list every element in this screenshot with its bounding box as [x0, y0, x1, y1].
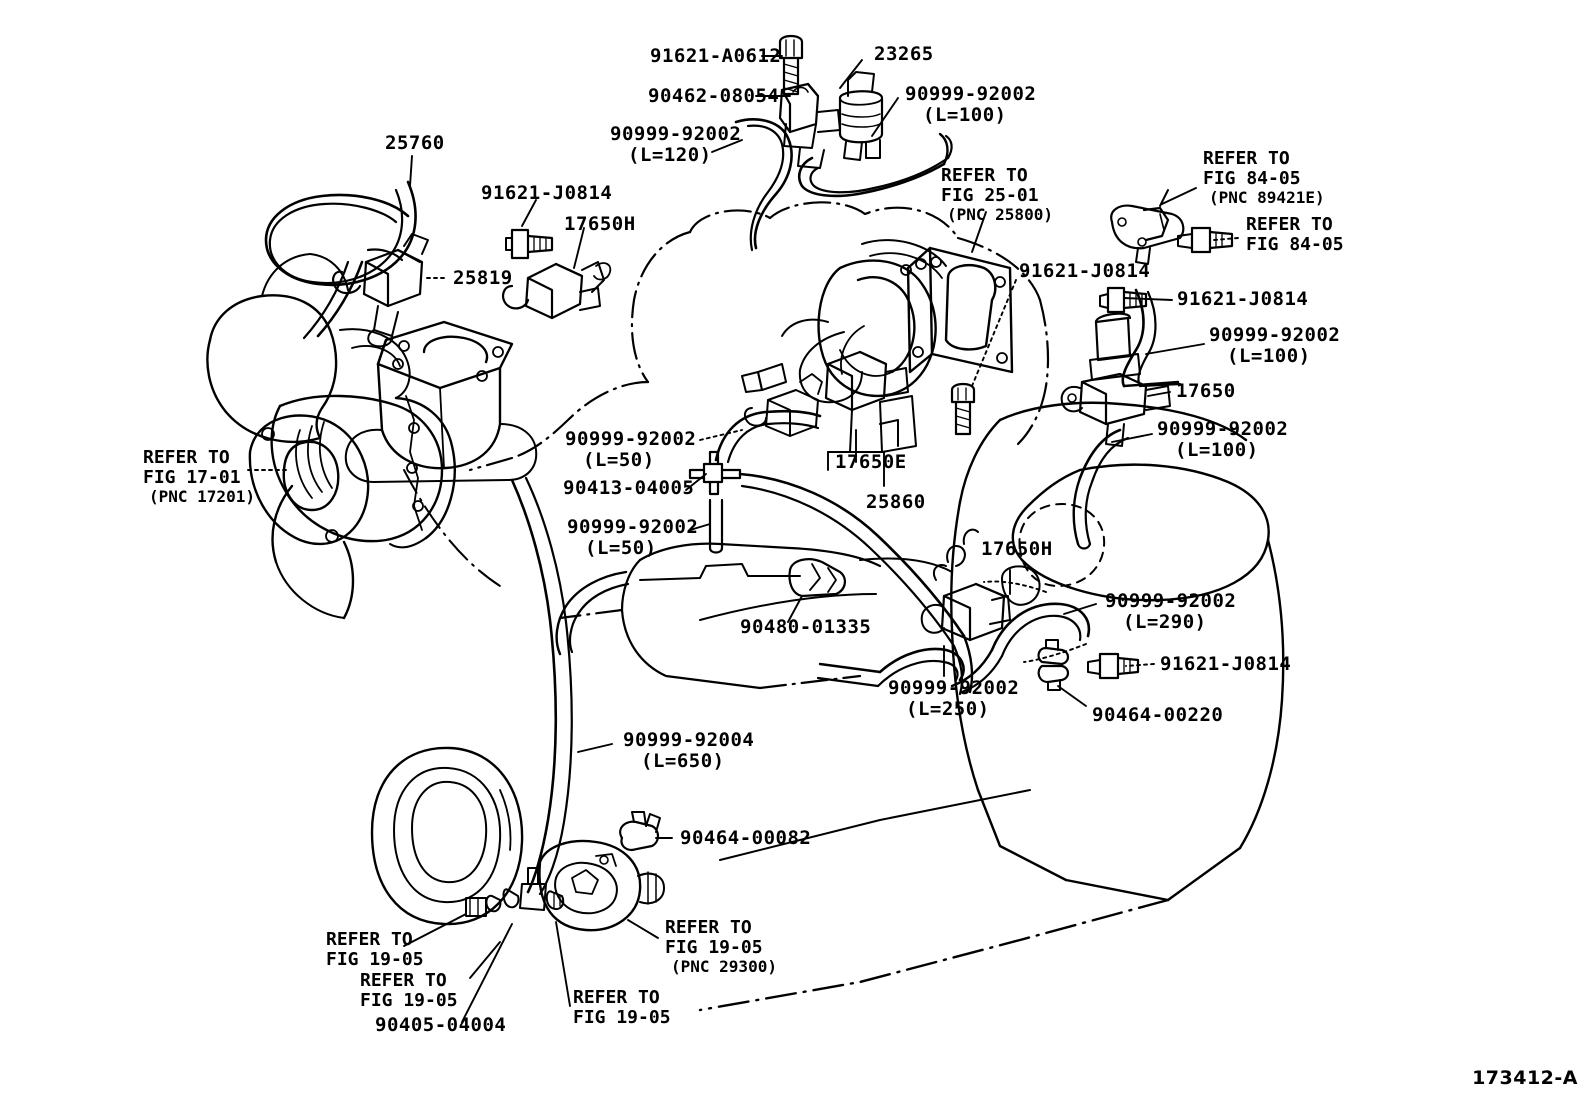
label-refer-fig-84-05-a: REFER TO FIG 84-05(PNC 89421E): [1203, 148, 1325, 208]
bolt-91621-a0612: [778, 34, 804, 96]
engine-block-outline: [468, 201, 1050, 472]
label-refer-fig-19-05-b: REFER TO FIG 19-05: [360, 970, 458, 1012]
hose-90999-92002-l100-r: [1121, 288, 1182, 388]
label-refer-fig-19-05-c: REFER TO FIG 19-05: [573, 987, 671, 1029]
union-tee-90413-04005: [688, 450, 742, 496]
bolt-91621-j0814-ul: [505, 228, 554, 260]
label-91621-a0612: 91621-A0612: [650, 45, 782, 67]
vsv-23265: [838, 71, 884, 161]
label-90999-92004: 90999-92004(L=650): [623, 729, 755, 772]
hose-90999-92002-l100-top: [798, 132, 953, 198]
hose-90999-92004-l650: [510, 476, 573, 896]
vsv-cluster-center: [744, 350, 917, 453]
pump-housing-29300: [465, 839, 665, 932]
bolt-91621-j0814-r: [1099, 286, 1148, 314]
label-refer-fig-19-05-a: REFER TO FIG 19-05: [326, 929, 424, 971]
label-refer-fig-84-05-b: REFER TO FIG 84-05: [1246, 214, 1344, 256]
label-90480-01335: 90480-01335: [740, 616, 872, 638]
label-17650: 17650: [1176, 380, 1236, 402]
clip-90480-01335: [788, 558, 846, 598]
label-91621-j0814-right: 91621-J0814: [1177, 288, 1309, 310]
label-90999-92002-l50-b: 90999-92002(L=50): [567, 516, 699, 559]
label-23265: 23265: [874, 43, 934, 65]
hose-90999-92002-l120: [734, 118, 793, 252]
throttle-body: [741, 239, 1014, 404]
bracket-90462-08054: [778, 82, 841, 169]
label-90999-92002-l250: 90999-92002(L=250): [888, 677, 1020, 720]
label-17650h-lower: 17650H: [981, 538, 1053, 560]
label-90462-08054: 90462-08054: [648, 85, 780, 107]
hose-lines: [264, 118, 1182, 896]
label-90999-92002-l100-right: 90999-92002(L=100): [1209, 324, 1341, 367]
clip-90464-00082: [619, 811, 661, 852]
label-90999-92002-l100-right2: 90999-92002(L=100): [1157, 418, 1289, 461]
label-91621-j0814-throttle: 91621-J0814: [1019, 260, 1151, 282]
label-25860: 25860: [866, 491, 926, 513]
crank-pulley: [370, 746, 524, 926]
leader-lines: [247, 55, 1239, 1023]
label-90464-00220: 90464-00220: [1092, 704, 1224, 726]
hose-90999-92002-l290: [950, 602, 1091, 694]
intake-flange-box: [344, 320, 538, 483]
hose-90999-92002-l100-r2: [1072, 428, 1130, 550]
label-17650h-upper: 17650H: [564, 213, 636, 235]
vsv-17650h-upper: [502, 261, 612, 320]
label-90413-04005: 90413-04005: [563, 477, 695, 499]
label-25819: 25819: [453, 267, 513, 289]
engine-body: [698, 401, 1285, 1012]
label-17650e: 17650E: [835, 451, 907, 473]
block-skirt-outline: [558, 542, 882, 690]
label-25760: 25760: [385, 132, 445, 154]
hose-25760: [264, 180, 417, 340]
vsv-17650-right: [1060, 312, 1171, 447]
label-91621-j0814-bottom: 91621-J0814: [1160, 653, 1292, 675]
clip-90464-00220: [1037, 639, 1070, 691]
label-refer-fig-19-05-d: REFER TO FIG 19-05(PNC 29300): [665, 917, 777, 977]
label-90464-00082: 90464-00082: [680, 827, 812, 849]
hose-90999-92002-l50-vertical: [708, 498, 724, 554]
label-90999-92002-l120: 90999-92002(L=120): [610, 123, 742, 166]
label-90999-92002-l290: 90999-92002(L=290): [1105, 590, 1237, 633]
figure-id: 173412-A: [1472, 1067, 1578, 1089]
vsv-25819: [332, 233, 429, 348]
sensor-bracket-89421e: [1110, 189, 1185, 265]
label-90999-92002-l50-a: 90999-92002(L=50): [565, 428, 697, 471]
hose-block-left: [555, 570, 630, 656]
label-91621-j0814-upper-left: 91621-J0814: [481, 182, 613, 204]
label-refer-fig-25-01: REFER TO FIG 25-01(PNC 25800): [941, 165, 1053, 225]
hose-90999-92002-l50-a: [714, 409, 822, 464]
label-90405-04004: 90405-04004: [375, 1014, 507, 1036]
label-refer-fig-17-01: REFER TO FIG 17-01(PNC 17201): [143, 447, 255, 507]
label-90999-92002-l100-top: 90999-92002(L=100): [905, 83, 1037, 126]
bolt-91621-j0814-tb: [950, 382, 976, 436]
turbocharger-assembly: [206, 253, 456, 620]
